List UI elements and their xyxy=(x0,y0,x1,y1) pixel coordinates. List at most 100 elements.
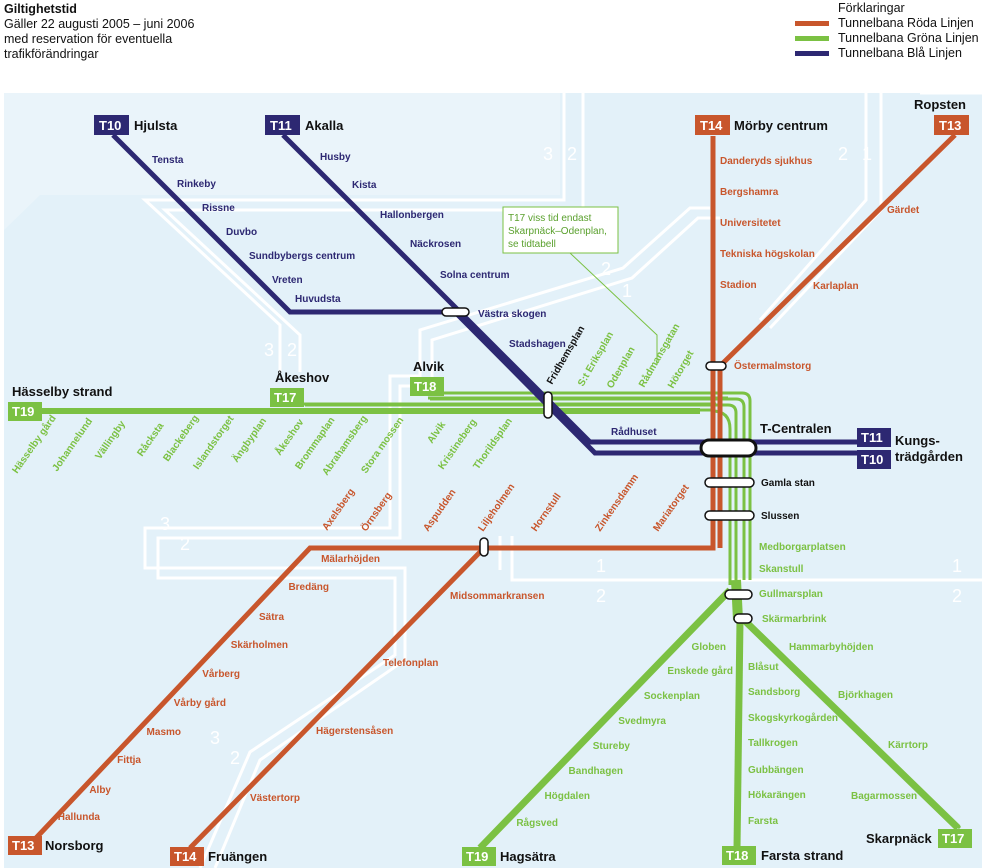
validity-info: Giltighetstid Gäller 22 augusti 2005 – j… xyxy=(4,2,194,62)
station-label: Sandsborg xyxy=(748,687,800,698)
zone-number: 2 xyxy=(601,259,611,279)
station-label: Kista xyxy=(352,180,377,191)
terminus-farsta: T18 Farsta strand xyxy=(722,846,843,865)
line-badge xyxy=(270,388,304,407)
blue-line xyxy=(111,133,860,456)
station-label: Östermalmstorg xyxy=(734,359,811,372)
badge-label: T17 xyxy=(942,831,964,846)
station-label: Hallunda xyxy=(58,812,101,823)
green-line-farsta xyxy=(733,619,744,849)
red-line-swatch xyxy=(795,21,829,26)
zone-number: 1 xyxy=(596,556,606,576)
zone-number: 1 xyxy=(622,281,632,301)
terminus-name: Ropsten xyxy=(914,97,966,112)
terminus-skarpnack: Skarpnäck T17 xyxy=(866,829,972,848)
terminus-name: Akalla xyxy=(305,118,344,133)
station-label: Globen xyxy=(692,642,726,653)
badge-label: T14 xyxy=(174,849,197,864)
line-badge xyxy=(94,115,129,135)
legend-label: Tunnelbana Gröna Linjen xyxy=(838,31,979,45)
badge-label: T17 xyxy=(274,390,296,405)
station-label: Kärrtorp xyxy=(888,740,928,751)
station-label: Stadion xyxy=(720,280,757,291)
station-label: Solna centrum xyxy=(440,270,510,281)
terminus-name: Hässelby strand xyxy=(12,384,112,399)
station-label: Farsta xyxy=(748,816,778,827)
station-label: Hägerstensåsen xyxy=(316,725,393,737)
badge-label: T13 xyxy=(12,838,34,853)
zone-number: 2 xyxy=(287,340,297,360)
terminus-morby: T14 Mörby centrum xyxy=(695,115,828,135)
station-label: Hammarbyhöjden xyxy=(789,642,873,653)
green-line-swatch xyxy=(795,36,829,41)
station-label: Duvbo xyxy=(226,227,257,238)
station-label: Tekniska högskolan xyxy=(720,249,815,260)
hub-name: Gamla stan xyxy=(761,478,815,489)
green-line-hagsatra xyxy=(477,587,733,851)
validity-line: trafikförändringar xyxy=(4,47,99,61)
station-label: Tallkrogen xyxy=(748,738,798,749)
terminus-hasselby: Hässelby strand T19 xyxy=(8,384,112,421)
terminus-hjulsta: T10 Hjulsta xyxy=(94,115,178,135)
station-label: Näckrosen xyxy=(410,239,461,250)
station-label: Högdalen xyxy=(544,791,590,802)
station-label: Stureby xyxy=(593,741,631,752)
zone-number: 1 xyxy=(862,144,872,164)
station-label: Medborgarplatsen xyxy=(759,542,846,553)
line-badge xyxy=(857,428,891,447)
station-label: Rådhuset xyxy=(611,426,657,438)
note-line: se tidtabell xyxy=(508,239,556,250)
map-region xyxy=(4,93,560,230)
t17-note: T17 viss tid endast Skarpnäck–Odenplan, … xyxy=(502,206,658,365)
zone-number: 2 xyxy=(952,586,962,606)
station-label: Rinkeby xyxy=(177,179,216,190)
legend-item-blue: Tunnelbana Blå Linjen xyxy=(795,46,979,61)
station-label: Sundbybergs centrum xyxy=(249,251,355,262)
zone-labels: 3 2 2 1 2 1 3 2 3 2 1 2 1 2 3 2 xyxy=(160,144,962,768)
station-label: Svedmyra xyxy=(618,716,666,727)
station-label: Husby xyxy=(320,152,351,163)
station-label: Stadshagen xyxy=(509,339,566,350)
station-label: Karlaplan xyxy=(813,281,859,292)
station-label: Danderyds sjukhus xyxy=(720,156,813,167)
terminus-kungstradgarden: T11 T10 Kungs- trädgården xyxy=(857,428,963,469)
station-label: Hökarängen xyxy=(748,790,806,801)
line-badge xyxy=(938,829,972,848)
station-label: Vreten xyxy=(272,275,303,286)
station-label: Skärholmen xyxy=(231,640,288,651)
hub-name: T-Centralen xyxy=(760,421,832,436)
badge-label: T19 xyxy=(12,404,34,419)
line-badge xyxy=(857,450,891,469)
terminus-name: Alvik xyxy=(413,359,445,374)
station-label: Blåsut xyxy=(748,661,779,673)
station-label: Vårberg xyxy=(202,668,240,680)
badge-label: T11 xyxy=(861,430,883,445)
line-badge xyxy=(265,115,300,135)
terminus-fruangen: T14 Fruängen xyxy=(170,847,267,866)
terminus-hagsatra: T19 Hagsätra xyxy=(462,847,556,866)
badge-label: T11 xyxy=(270,118,292,133)
line-badge xyxy=(695,115,730,135)
terminus-norsborg: T13 Norsborg xyxy=(8,836,104,855)
terminus-name: trädgården xyxy=(895,449,963,464)
station-label: Sockenplan xyxy=(644,691,700,702)
line-badge xyxy=(170,847,204,866)
zone-number: 2 xyxy=(567,144,577,164)
terminus-name: Kungs- xyxy=(895,433,940,448)
green-line-skarpnack xyxy=(741,617,961,831)
station-label: Västra skogen xyxy=(478,309,546,320)
zone-boundaries xyxy=(141,91,985,868)
station-label: Rissne xyxy=(202,203,235,214)
badge-label: T10 xyxy=(99,118,121,133)
validity-title: Giltighetstid xyxy=(4,2,77,16)
badge-label: T18 xyxy=(414,379,436,394)
station-label: Huvudsta xyxy=(295,294,341,305)
station-label: Gärdet xyxy=(887,205,920,216)
legend-title: Förklaringar xyxy=(838,1,905,15)
station-label: Gullmarsplan xyxy=(759,589,823,600)
badge-label: T13 xyxy=(939,118,961,133)
terminus-name: Skarpnäck xyxy=(866,831,933,846)
badge-label: T10 xyxy=(861,452,883,467)
legend-label: Tunnelbana Röda Linjen xyxy=(838,16,974,30)
station-label: Fittja xyxy=(117,755,141,766)
